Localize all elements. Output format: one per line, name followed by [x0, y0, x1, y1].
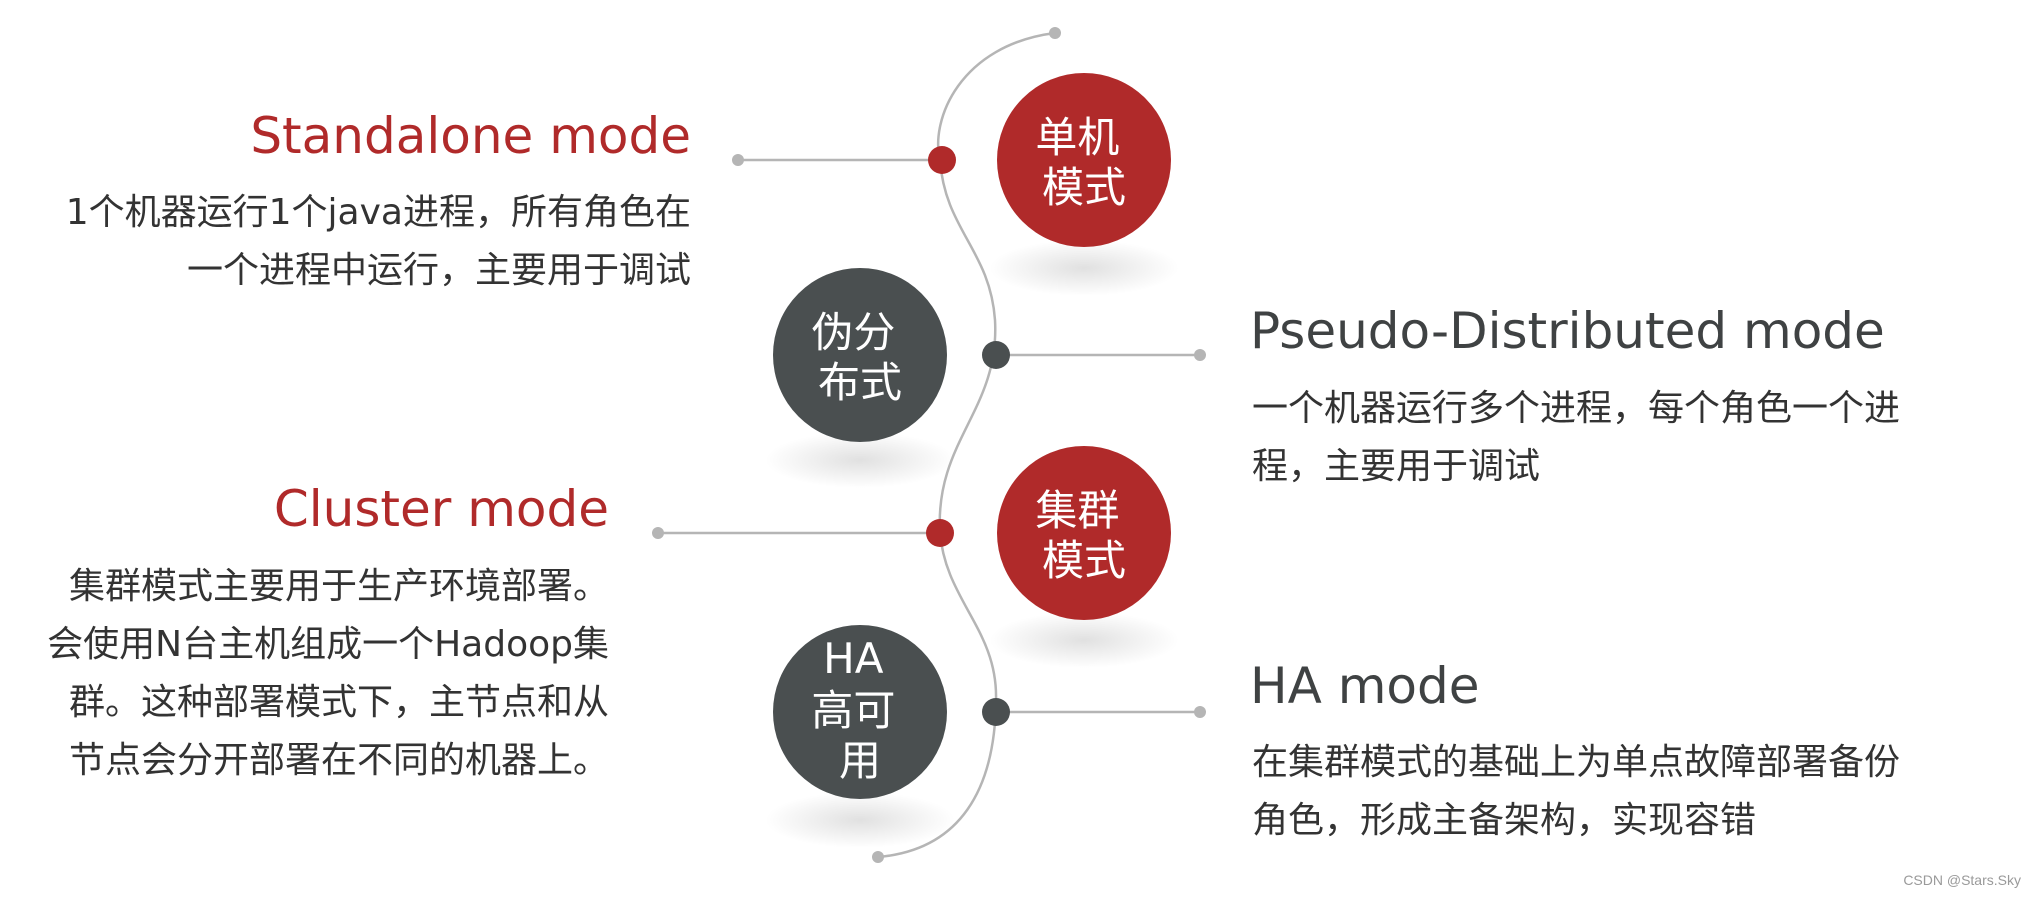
desc-line: 程，主要用于调试 [1252, 446, 1541, 487]
mode-desc-cluster: 集群模式主要用于生产环境部署。 会使用N台主机组成一个Hadoop集 群。这种部… [9, 558, 609, 790]
svg-text:集群 模式: 集群 模式 [1035, 486, 1132, 585]
timeline-node-cluster [926, 519, 954, 547]
timeline-curve [877, 31, 1056, 859]
svg-text:HA 高可 用: HA 高可 用 [811, 634, 908, 785]
circle-shadow [765, 792, 955, 848]
desc-line: 节点会分开部署在不同的机器上。 [68, 740, 609, 781]
circle-label-line: 高可 [811, 686, 895, 735]
circle-shadow [765, 432, 955, 488]
svg-text:伪分 布式: 伪分 布式 [811, 308, 908, 407]
desc-line: 一个机器运行多个进程，每个角色一个进 [1252, 388, 1901, 429]
mode-title-pseudo: Pseudo-Distributed mode [1250, 302, 1885, 360]
desc-line: 1个机器运行1个java进程，所有角色在 [65, 192, 691, 233]
circle-shadow [989, 612, 1179, 668]
mode-title-ha: HA mode [1250, 657, 1480, 715]
svg-text:单机 模式: 单机 模式 [1035, 113, 1132, 212]
desc-line: 群。这种部署模式下，主节点和从 [68, 682, 609, 723]
circle-label-line: 用 [839, 736, 881, 785]
desc-line: 在集群模式的基础上为单点故障部署备份 [1252, 742, 1901, 783]
curve-end-dot [872, 851, 884, 863]
mode-circle-cluster [997, 446, 1171, 620]
curve-end-dot [1049, 27, 1061, 39]
circle-label-line: 单机 [1035, 113, 1119, 162]
desc-line: 角色，形成主备架构，实现容错 [1252, 800, 1757, 841]
desc-line: 集群模式主要用于生产环境部署。 [68, 566, 609, 607]
desc-line: 一个进程中运行，主要用于调试 [186, 250, 691, 291]
connector-end-dot [652, 527, 664, 539]
circle-label-line: 集群 [1035, 486, 1119, 535]
mode-title-standalone: Standalone mode [250, 107, 691, 165]
mode-circle-pseudo [773, 268, 947, 442]
connector-end-dot [732, 154, 744, 166]
mode-circle-standalone [997, 73, 1171, 247]
mode-desc-standalone: 1个机器运行1个java进程，所有角色在 一个进程中运行，主要用于调试 [0, 184, 691, 300]
timeline-node-ha [982, 698, 1010, 726]
mode-desc-pseudo: 一个机器运行多个进程，每个角色一个进 程，主要用于调试 [1252, 380, 1942, 496]
mode-circle-ha [773, 625, 947, 799]
timeline-node-standalone [928, 146, 956, 174]
mode-title-cluster: Cluster mode [273, 480, 609, 538]
circle-label-line: 布式 [818, 358, 902, 407]
circle-label-line: 模式 [1042, 536, 1126, 585]
mode-desc-ha: 在集群模式的基础上为单点故障部署备份 角色，形成主备架构，实现容错 [1252, 734, 1942, 850]
connector-end-dot [1194, 706, 1206, 718]
desc-line: 会使用N台主机组成一个Hadoop集 [47, 624, 609, 665]
circle-label-line: HA [823, 634, 884, 683]
circle-label-line: 模式 [1042, 163, 1126, 212]
circle-shadow [989, 240, 1179, 296]
watermark: CSDN @Stars.Sky [1903, 872, 2021, 888]
circle-label-line: 伪分 [811, 308, 895, 357]
timeline-node-pseudo [982, 341, 1010, 369]
connector-end-dot [1194, 349, 1206, 361]
